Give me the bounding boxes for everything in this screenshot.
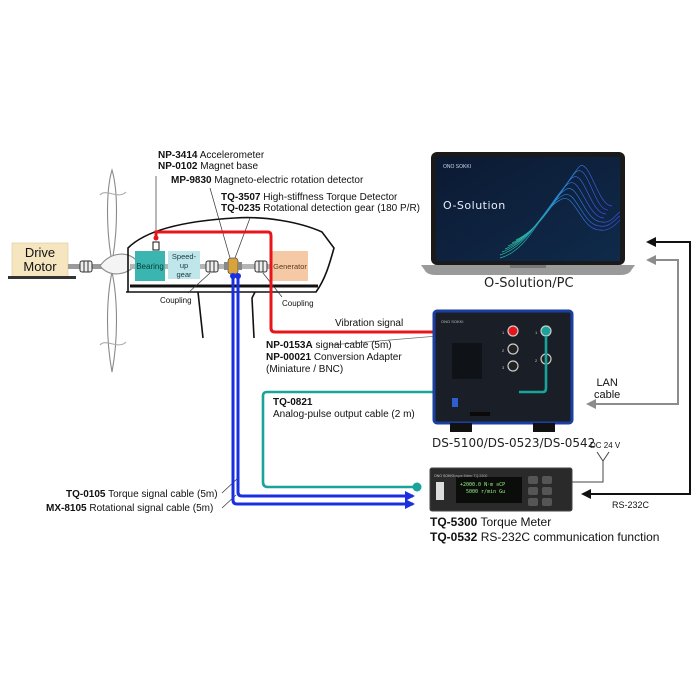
- rotational-signal-cable: [231, 275, 415, 509]
- drive-motor-label: Drive Motor: [23, 245, 57, 274]
- rotational-cable-label: MX-8105 Rotational signal cable (5m): [46, 503, 214, 514]
- torque-detector-label: TQ-3507 High-stiffness Torque Detector: [221, 192, 398, 203]
- dc-power-line: [572, 461, 604, 483]
- analyzer-ch2: 2: [502, 348, 505, 353]
- laptop-screen-title: O-Solution: [443, 199, 506, 212]
- laptop-brand: ONO SOKKI: [443, 164, 472, 170]
- torque-signal-cable: [236, 275, 415, 501]
- conversion-adapter-note: (Miniature / BNC): [266, 364, 344, 375]
- analyzer-ch1: 1: [502, 330, 505, 335]
- torque-meter: [429, 467, 573, 512]
- analog-cable-end: [412, 482, 422, 492]
- accelerometer-icon: [152, 235, 160, 251]
- analog-cable-code: TQ-0821: [273, 397, 313, 408]
- ds-analyzer: [432, 309, 574, 432]
- coupling-left-icon: [205, 260, 219, 273]
- tm-button: [542, 476, 552, 484]
- analyzer-out-ch2: 2: [535, 358, 538, 363]
- magnet-base-label: NP-0102 Magnet base: [158, 161, 259, 172]
- detection-gear-label: TQ-0235 Rotational detection gear (180 P…: [221, 203, 421, 214]
- torque-meter-option: TQ-0532 RS-232C communication function: [430, 530, 660, 544]
- input-ch2-connector: [507, 343, 519, 355]
- conversion-adapter-label: NP-00021 Conversion Adapter: [266, 352, 402, 363]
- torque-meter-brand: ONO SOKKI: [434, 474, 454, 478]
- rotation-detector-label: MP-9830 Magneto-electric rotation detect…: [171, 175, 364, 186]
- analyzer-brand: ONO SOKKI: [441, 319, 464, 324]
- torque-display-line2: 5000 r/min Gu: [466, 489, 506, 495]
- coupling-left-label: Coupling: [160, 296, 192, 305]
- laptop: [421, 152, 635, 275]
- turbine-blade-icon: [99, 168, 139, 373]
- speedup-gear: [168, 251, 200, 279]
- torque-meter-model: Torque Meter TQ-5300: [452, 474, 488, 478]
- tm-button: [542, 498, 552, 506]
- analyzer-caption: DS-5100/DS-0523/DS-0542: [432, 436, 596, 450]
- accelerometer-label: NP-3414 Accelerometer: [158, 150, 265, 161]
- nacelle-outline: [126, 216, 335, 339]
- speedup-gear-label: Speed-up gear: [171, 251, 197, 279]
- coupling-icon: [79, 260, 93, 273]
- lan-label: LAN cable: [594, 377, 621, 401]
- input-ch1-connector: [507, 325, 519, 337]
- vibration-signal-label: Vibration signal: [335, 318, 404, 329]
- torque-detector-icon: [224, 257, 242, 275]
- bearing-label: Bearing: [136, 261, 164, 271]
- rs232c-cable: [583, 237, 691, 495]
- tm-button: [542, 487, 552, 495]
- vibration-cable: [154, 230, 512, 334]
- tm-button: [528, 487, 538, 495]
- waveform-graphic: [499, 165, 621, 259]
- rs232c-label: RS-232C: [612, 500, 650, 510]
- bearing: [135, 251, 165, 281]
- dc-power-icon: [596, 451, 610, 462]
- analyzer-ch3: 3: [502, 365, 505, 370]
- tm-button: [528, 476, 538, 484]
- coupling-right-icon: [254, 260, 268, 273]
- generator-label: Generator: [273, 261, 307, 271]
- analyzer-out-ch1: 1: [535, 330, 538, 335]
- dc-label: DC 24 V: [590, 441, 621, 450]
- torque-cable-label: TQ-0105 Torque signal cable (5m): [66, 489, 218, 500]
- output-ch1-connector: [540, 325, 552, 337]
- tm-button: [528, 498, 538, 506]
- input-ch3-connector: [507, 360, 519, 372]
- torque-display-line1: +2000.0 N·m ≡CP: [460, 482, 506, 488]
- generator: [272, 251, 308, 281]
- torque-meter-caption: TQ-5300 Torque Meter: [430, 515, 552, 529]
- analog-cable-desc: Analog-pulse output cable (2 m): [273, 409, 415, 420]
- drive-motor: [8, 242, 76, 279]
- signal-cable-label: NP-0153A signal cable (5m): [266, 340, 392, 351]
- laptop-caption: O-Solution/PC: [484, 276, 574, 291]
- coupling-right-label: Coupling: [282, 299, 314, 308]
- main-shaft: [130, 264, 308, 269]
